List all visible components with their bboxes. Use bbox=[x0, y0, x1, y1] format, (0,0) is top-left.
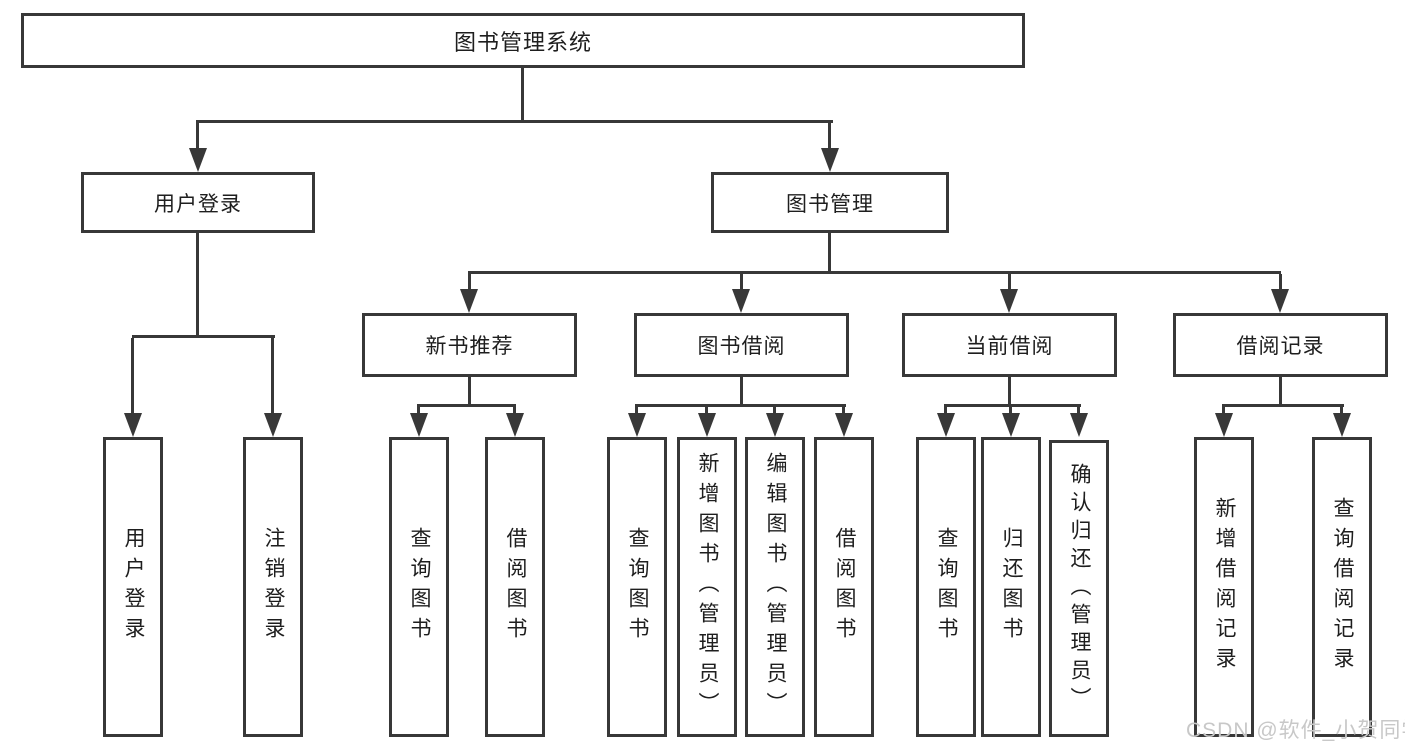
arrow-down-icon bbox=[937, 413, 955, 437]
arrow-down-icon bbox=[506, 413, 524, 437]
connector-line-h bbox=[196, 120, 833, 123]
arrow-down-icon bbox=[732, 289, 750, 313]
connector-line-v bbox=[842, 407, 845, 416]
leaf-borrow-books-recommend-label: 借阅图书 bbox=[504, 527, 527, 647]
connector-line-v bbox=[705, 407, 708, 416]
leaf-query-books-recommend: 查询图书 bbox=[389, 437, 449, 737]
leaf-query-books-recommend-label: 查询图书 bbox=[408, 527, 431, 647]
connector-line-v bbox=[196, 233, 199, 338]
connector-line-h bbox=[468, 271, 1281, 274]
leaf-add-borrow-record-label: 新增借阅记录 bbox=[1213, 497, 1236, 677]
node-book-borrowing-label: 图书借阅 bbox=[697, 335, 786, 358]
node-root-library-system: 图书管理系统 bbox=[21, 13, 1025, 68]
leaf-return-books: 归还图书 bbox=[981, 437, 1041, 737]
connector-line-v bbox=[417, 407, 420, 416]
node-book-management: 图书管理 bbox=[711, 172, 949, 233]
connector-line-v bbox=[828, 233, 831, 274]
node-new-book-recommend-label: 新书推荐 bbox=[425, 335, 514, 358]
connector-line-v bbox=[1340, 407, 1343, 416]
leaf-query-books-current: 查询图书 bbox=[916, 437, 976, 737]
connector-line-v bbox=[740, 377, 743, 407]
arrow-down-icon bbox=[460, 289, 478, 313]
connector-line-h bbox=[944, 404, 1081, 407]
leaf-query-books-borrow-label: 查询图书 bbox=[626, 527, 649, 647]
connector-line-v bbox=[1009, 407, 1012, 416]
leaf-logout-label: 注销登录 bbox=[262, 527, 285, 647]
connector-line-v bbox=[1077, 407, 1080, 416]
arrow-down-icon bbox=[698, 413, 716, 437]
connector-line-v bbox=[131, 338, 134, 416]
node-current-borrowing-label: 当前借阅 bbox=[965, 335, 1054, 358]
connector-line-v bbox=[740, 274, 743, 292]
arrow-down-icon bbox=[1000, 289, 1018, 313]
arrow-down-icon bbox=[410, 413, 428, 437]
leaf-borrow-books-recommend: 借阅图书 bbox=[485, 437, 545, 737]
node-borrowing-records-label: 借阅记录 bbox=[1236, 335, 1325, 358]
leaf-user-login: 用户登录 bbox=[103, 437, 163, 737]
node-book-management-label: 图书管理 bbox=[786, 192, 874, 216]
connector-line-v bbox=[521, 68, 524, 123]
leaf-logout: 注销登录 bbox=[243, 437, 303, 737]
node-user-login: 用户登录 bbox=[81, 172, 315, 233]
leaf-user-login-label: 用户登录 bbox=[122, 527, 145, 647]
connector-line-h bbox=[417, 404, 516, 407]
arrow-down-icon bbox=[124, 413, 142, 437]
connector-line-v bbox=[773, 407, 776, 416]
leaf-confirm-return-admin-label: 确认归还（管理员） bbox=[1068, 462, 1091, 715]
arrow-down-icon bbox=[1215, 413, 1233, 437]
node-book-borrowing: 图书借阅 bbox=[634, 313, 849, 377]
leaf-add-books-admin-label: 新增图书（管理员） bbox=[696, 452, 719, 722]
arrow-down-icon bbox=[1271, 289, 1289, 313]
leaf-borrow-books: 借阅图书 bbox=[814, 437, 874, 737]
connector-line-v bbox=[1008, 377, 1011, 407]
leaf-add-books-admin: 新增图书（管理员） bbox=[677, 437, 737, 737]
connector-line-v bbox=[1222, 407, 1225, 416]
connector-line-h bbox=[132, 335, 275, 338]
arrow-down-icon bbox=[1002, 413, 1020, 437]
node-root-label: 图书管理系统 bbox=[453, 29, 592, 55]
node-new-book-recommend: 新书推荐 bbox=[362, 313, 577, 377]
connector-line-h bbox=[635, 404, 846, 407]
connector-line-v bbox=[196, 123, 199, 150]
leaf-borrow-books-label: 借阅图书 bbox=[833, 527, 856, 647]
connector-line-v bbox=[271, 338, 274, 416]
arrow-down-icon bbox=[766, 413, 784, 437]
connector-line-v bbox=[468, 377, 471, 407]
leaf-query-books-current-label: 查询图书 bbox=[935, 527, 958, 647]
arrow-down-icon bbox=[264, 413, 282, 437]
arrow-down-icon bbox=[1333, 413, 1351, 437]
leaf-query-borrow-record-label: 查询借阅记录 bbox=[1331, 497, 1354, 677]
connector-line-v bbox=[513, 407, 516, 416]
connector-line-v bbox=[828, 123, 831, 150]
connector-line-v bbox=[1279, 274, 1282, 292]
arrow-down-icon bbox=[821, 148, 839, 172]
arrow-down-icon bbox=[835, 413, 853, 437]
connector-line-v bbox=[944, 407, 947, 416]
connector-line-h bbox=[1222, 404, 1344, 407]
leaf-query-books-borrow: 查询图书 bbox=[607, 437, 667, 737]
arrow-down-icon bbox=[189, 148, 207, 172]
connector-line-v bbox=[1008, 274, 1011, 292]
leaf-query-borrow-record: 查询借阅记录 bbox=[1312, 437, 1372, 737]
leaf-edit-books-admin: 编辑图书（管理员） bbox=[745, 437, 805, 737]
csdn-watermark: CSDN @软件_小贺同学 bbox=[1186, 719, 1405, 742]
leaf-return-books-label: 归还图书 bbox=[1000, 527, 1023, 647]
arrow-down-icon bbox=[1070, 413, 1088, 437]
connector-line-v bbox=[1279, 377, 1282, 407]
leaf-add-borrow-record: 新增借阅记录 bbox=[1194, 437, 1254, 737]
leaf-edit-books-admin-label: 编辑图书（管理员） bbox=[764, 452, 787, 722]
leaf-confirm-return-admin: 确认归还（管理员） bbox=[1049, 440, 1109, 737]
node-borrowing-records: 借阅记录 bbox=[1173, 313, 1388, 377]
arrow-down-icon bbox=[628, 413, 646, 437]
connector-line-v bbox=[635, 407, 638, 416]
connector-line-v bbox=[468, 274, 471, 292]
node-user-login-label: 用户登录 bbox=[154, 192, 242, 216]
node-current-borrowing: 当前借阅 bbox=[902, 313, 1117, 377]
